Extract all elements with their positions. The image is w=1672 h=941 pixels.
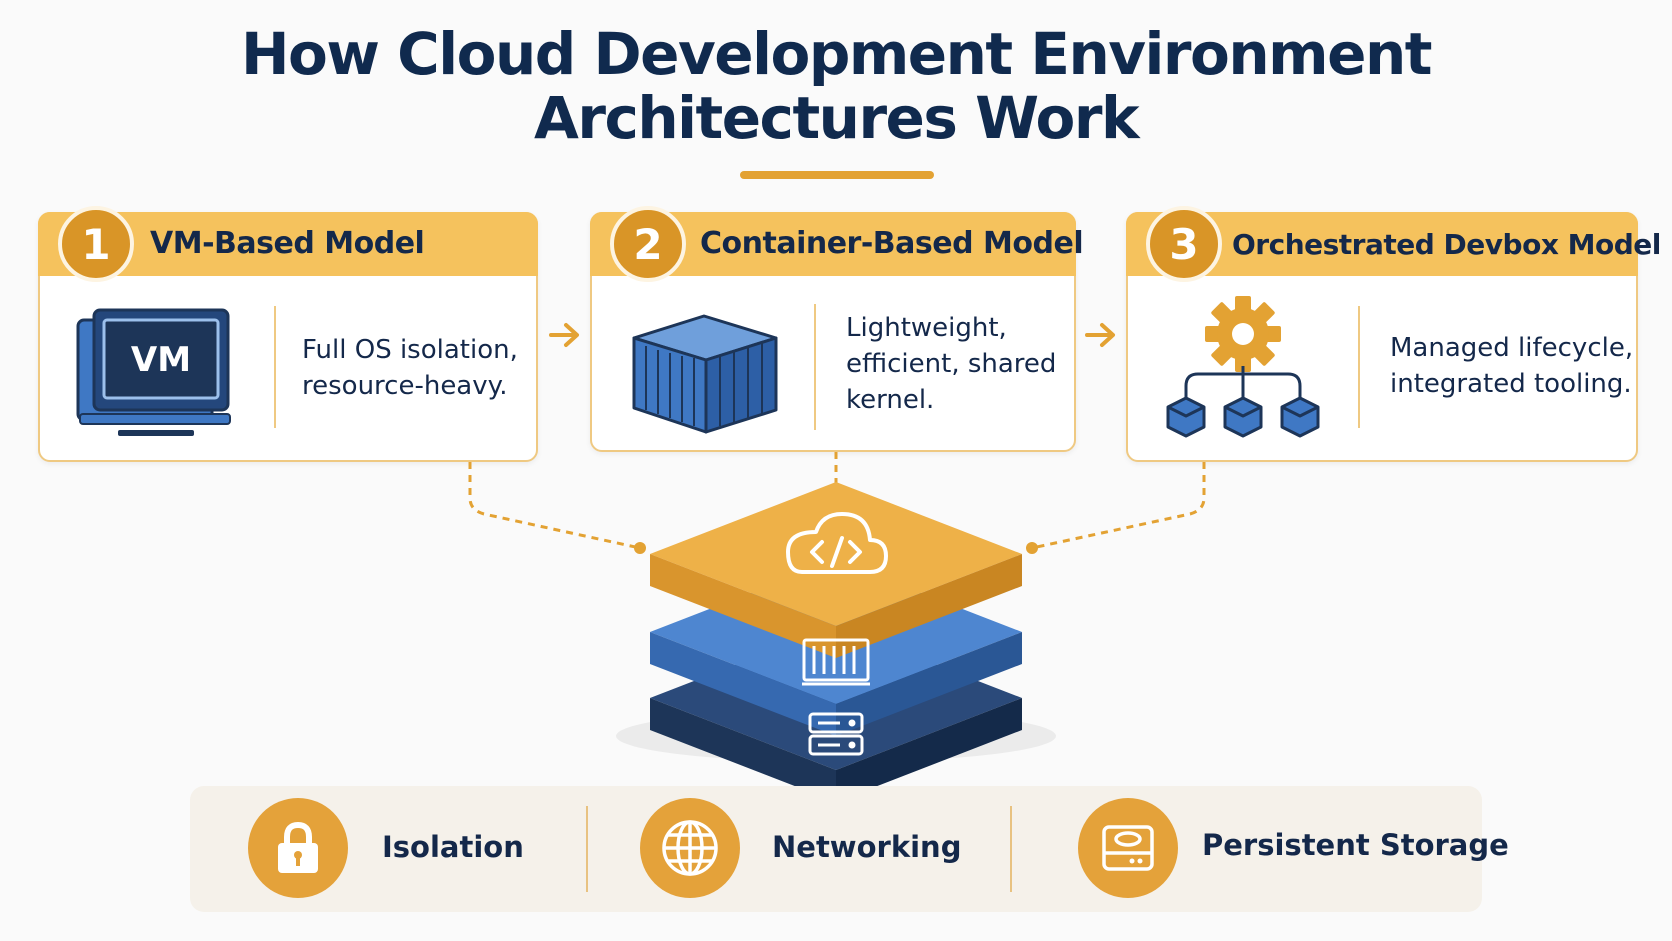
container-icon [802,638,870,686]
page-title: How Cloud Development Environment Archit… [0,22,1672,150]
title-line-2: Architectures Work [533,84,1140,152]
description-line: Lightweight, [846,313,1007,343]
card-title: Container-Based Model [700,226,1084,261]
cloud-code-icon [786,512,888,574]
card-description: Full OS isolation, resource-heavy. [302,332,518,404]
card-header: 1 VM-Based Model [38,206,538,282]
title-underline [740,171,934,179]
description-line: resource-heavy. [302,371,508,401]
isolation-badge [248,798,348,898]
dashed-connectors [468,452,1206,550]
gear-network-icon [1166,296,1320,438]
arrow-right-icon [1085,323,1115,347]
feature-divider [586,806,588,892]
storage-drive-icon [1102,825,1154,871]
features-bar: Isolation Networking Persistent Storage [190,786,1509,912]
description-line: integrated tooling. [1390,369,1632,399]
card-title: Orchestrated Devbox Model [1232,228,1661,261]
card-description: Lightweight, efficient, shared kernel. [846,310,1056,418]
vm-icon-label: VM [131,340,191,380]
vm-monitor-icon: VM [76,308,231,436]
step-number-badge: 1 [58,206,134,282]
card-divider [1358,306,1360,428]
card-divider [814,304,816,430]
title-line-1: How Cloud Development Environment [241,20,1432,88]
vm-model-card: 1 VM-Based Model VM Full OS isolation, r… [38,206,538,462]
description-line: efficient, shared [846,349,1057,379]
card-title: VM-Based Model [150,226,425,261]
globe-icon [662,820,718,876]
container-model-card: 2 Container-Based Model Lightweight, eff… [590,206,1084,452]
storage-badge [1078,798,1178,898]
shipping-container-icon [632,314,778,434]
server-icon [808,712,864,756]
description-line: Full OS isolation, [302,335,518,365]
step-number-badge: 3 [1146,206,1222,282]
devbox-model-card: 3 Orchestrated Devbox Model M [1126,206,1661,462]
card-description: Managed lifecycle, integrated tooling. [1390,330,1633,402]
description-line: Managed lifecycle, [1390,333,1634,363]
networking-badge [640,798,740,898]
feature-label-persistent-storage: Persistent Storage [1202,828,1509,862]
lock-icon [278,821,318,873]
feature-divider [1010,806,1012,892]
feature-label-networking: Networking [772,830,962,864]
feature-label-isolation: Isolation [382,830,524,864]
card-header: 3 Orchestrated Devbox Model [1126,206,1661,282]
arrow-right-icon [549,323,579,347]
card-divider [274,306,276,428]
step-number-badge: 2 [610,206,686,282]
description-line: kernel. [846,385,935,415]
card-header: 2 Container-Based Model [590,206,1084,282]
